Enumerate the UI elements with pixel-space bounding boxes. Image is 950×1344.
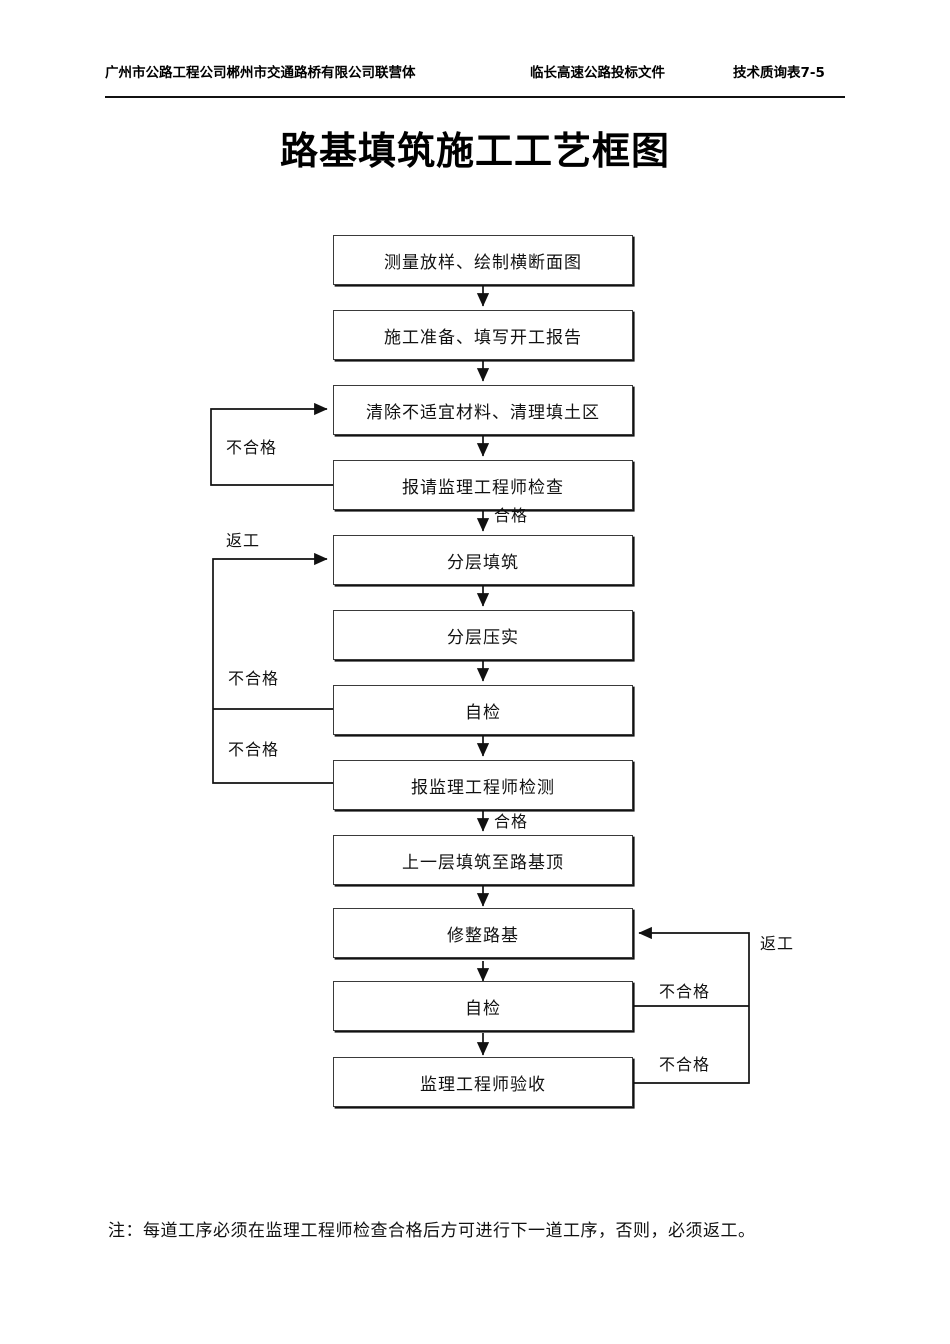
- edge-label-fail-1: 不合格: [226, 440, 278, 457]
- flow-node-self-inspection-1: 自检: [333, 685, 633, 735]
- edge-label-fail-3: 不合格: [228, 742, 280, 759]
- flow-node-request-engineer-check: 报请监理工程师检查: [333, 460, 633, 510]
- document-header: 广州市公路工程公司郴州市交通路桥有限公司联营体 临长高速公路投标文件 技术质询表…: [105, 62, 845, 98]
- edge-label-fail-4: 不合格: [659, 984, 711, 1001]
- edge-label-pass-1: 合格: [494, 508, 529, 525]
- flow-node-self-inspection-2: 自检: [333, 981, 633, 1031]
- flow-node-layered-filling: 分层填筑: [333, 535, 633, 585]
- edge-label-rework-left: 返工: [226, 533, 261, 550]
- page-title: 路基填筑施工工艺框图: [279, 129, 670, 173]
- flow-node-report-engineer-test: 报监理工程师检测: [333, 760, 633, 810]
- flow-node-construction-prep: 施工准备、填写开工报告: [333, 310, 633, 360]
- edge-label-fail-5: 不合格: [659, 1057, 711, 1074]
- flow-node-measurement-setout: 测量放样、绘制横断面图: [333, 235, 633, 285]
- edge-label-pass-2: 合格: [494, 814, 529, 831]
- flow-node-fill-to-subgrade-top: 上一层填筑至路基顶: [333, 835, 633, 885]
- flow-node-trim-subgrade: 修整路基: [333, 908, 633, 958]
- flow-node-engineer-acceptance: 监理工程师验收: [333, 1057, 633, 1107]
- flow-node-layered-compaction: 分层压实: [333, 610, 633, 660]
- flow-node-clear-unsuitable: 清除不适宜材料、清理填土区: [333, 385, 633, 435]
- header-right-text: 技术质询表7-5: [733, 65, 825, 81]
- edge-label-rework-right: 返工: [760, 936, 795, 953]
- footer-note: 注：每道工序必须在监理工程师检查合格后方可进行下一道工序，否则，必须返工。: [108, 1221, 756, 1240]
- edge-label-fail-2: 不合格: [228, 671, 280, 688]
- header-left-text: 广州市公路工程公司郴州市交通路桥有限公司联营体: [105, 65, 416, 81]
- header-middle-text: 临长高速公路投标文件: [530, 65, 665, 81]
